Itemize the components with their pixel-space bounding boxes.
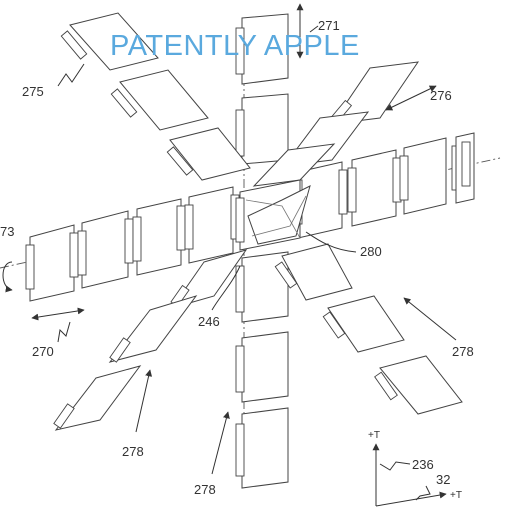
- arrow-278-right: [403, 297, 457, 341]
- ref-276: 276: [430, 88, 452, 103]
- ref-270: 270: [32, 344, 54, 359]
- panel: [399, 137, 461, 215]
- rotation-arrow-273: [2, 261, 13, 293]
- arrow-278-left: [135, 369, 153, 433]
- panel: [327, 295, 405, 353]
- axis-label-up: +T: [368, 430, 380, 441]
- panel: [455, 132, 475, 204]
- panel: [69, 12, 159, 71]
- panel: [169, 127, 251, 181]
- watermark-text: PATENTLY APPLE: [110, 30, 360, 62]
- leader-280: [305, 231, 357, 253]
- panel: [132, 198, 186, 276]
- ref-271: 271: [318, 18, 340, 33]
- arrow-276: [385, 85, 437, 111]
- ref-246: 246: [198, 314, 220, 329]
- panel: [235, 407, 289, 489]
- ref-236: 236: [412, 457, 434, 472]
- upper-right-panel-arm: [252, 61, 420, 187]
- leader-271: [309, 25, 319, 33]
- axis-label-right: +T: [450, 490, 462, 501]
- panel: [184, 186, 240, 264]
- panel: [347, 149, 402, 227]
- ref-278-bottom: 278: [194, 482, 216, 497]
- coordinate-axes: +T +T: [368, 430, 462, 507]
- ref-275: 275: [22, 84, 44, 99]
- panel: [281, 243, 353, 301]
- leader-236: [379, 461, 411, 471]
- panel: [54, 365, 142, 431]
- arrow-278-bottom: [211, 411, 230, 475]
- leader-275: [57, 63, 85, 87]
- panel: [25, 224, 79, 302]
- vertical-panel-column: [235, 13, 289, 489]
- panel: [235, 251, 289, 323]
- leader-246: [211, 265, 241, 311]
- upper-left-panel-arm: [60, 12, 251, 181]
- panel: [379, 355, 463, 415]
- panel: [119, 69, 209, 131]
- lower-right-panel-arm: [274, 243, 463, 415]
- ref-278-left: 278: [122, 444, 144, 459]
- panel: [77, 210, 134, 289]
- leader-270: [57, 321, 71, 343]
- leader-32: [415, 485, 431, 501]
- panel: [235, 13, 289, 85]
- panel: [235, 331, 289, 403]
- ref-280: 280: [360, 244, 382, 259]
- arrow-270: [31, 307, 85, 321]
- ref-278-right: 278: [452, 344, 474, 359]
- ref-273: 73: [0, 224, 14, 239]
- central-hub-assembly: [235, 179, 311, 251]
- lower-left-panel-arm: [53, 249, 248, 431]
- ref-32: 32: [436, 472, 450, 487]
- panel: [235, 93, 289, 165]
